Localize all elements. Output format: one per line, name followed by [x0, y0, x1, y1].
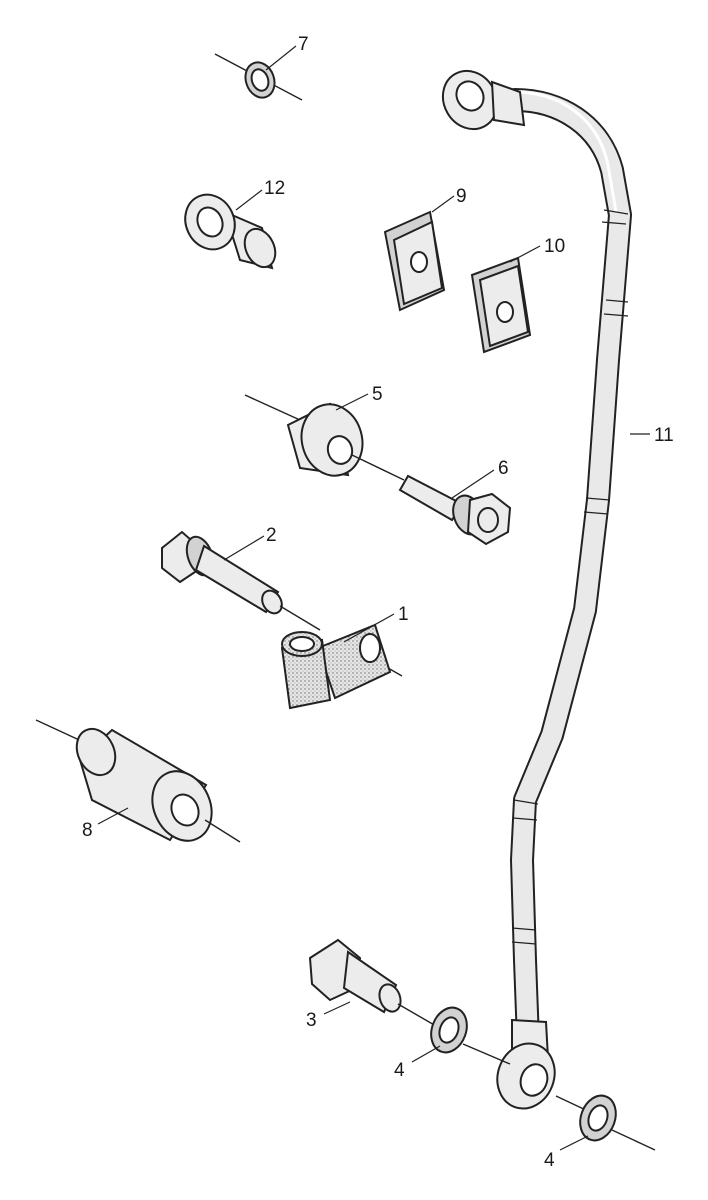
callout-8: 8: [82, 820, 93, 841]
washer-part-4-upper: [430, 1006, 511, 1065]
oil-pipe-part-11: [441, 69, 632, 1110]
clip-plate-part-9: [383, 210, 446, 312]
callout-7: 7: [298, 34, 309, 55]
spacer-part-5: [244, 394, 405, 481]
callout-12: 12: [264, 178, 285, 199]
sleeve-part-8: [35, 719, 241, 843]
flange-bolt-part-6: [398, 474, 512, 546]
callout-9: 9: [456, 186, 467, 207]
callout-3: 3: [306, 1010, 317, 1031]
callout-1: 1: [398, 604, 409, 625]
flange-bolt-part-2: [161, 530, 321, 631]
callout-10: 10: [544, 236, 565, 257]
callout-2: 2: [266, 525, 277, 546]
banjo-fitting-part-12: [184, 193, 277, 270]
clamp-part-1: [280, 623, 403, 710]
bracket-plate-part-10: [470, 256, 532, 354]
callout-4-lower: 4: [544, 1150, 555, 1171]
banjo-bolt-part-3: [308, 938, 437, 1027]
washer-part-7: [214, 53, 303, 101]
callout-5: 5: [372, 384, 383, 405]
callout-4-upper: 4: [394, 1060, 405, 1081]
leader-lines: [97, 45, 650, 1151]
washer-part-4-lower: [555, 1094, 656, 1151]
callout-6: 6: [498, 458, 509, 479]
callout-11: 11: [654, 425, 674, 446]
